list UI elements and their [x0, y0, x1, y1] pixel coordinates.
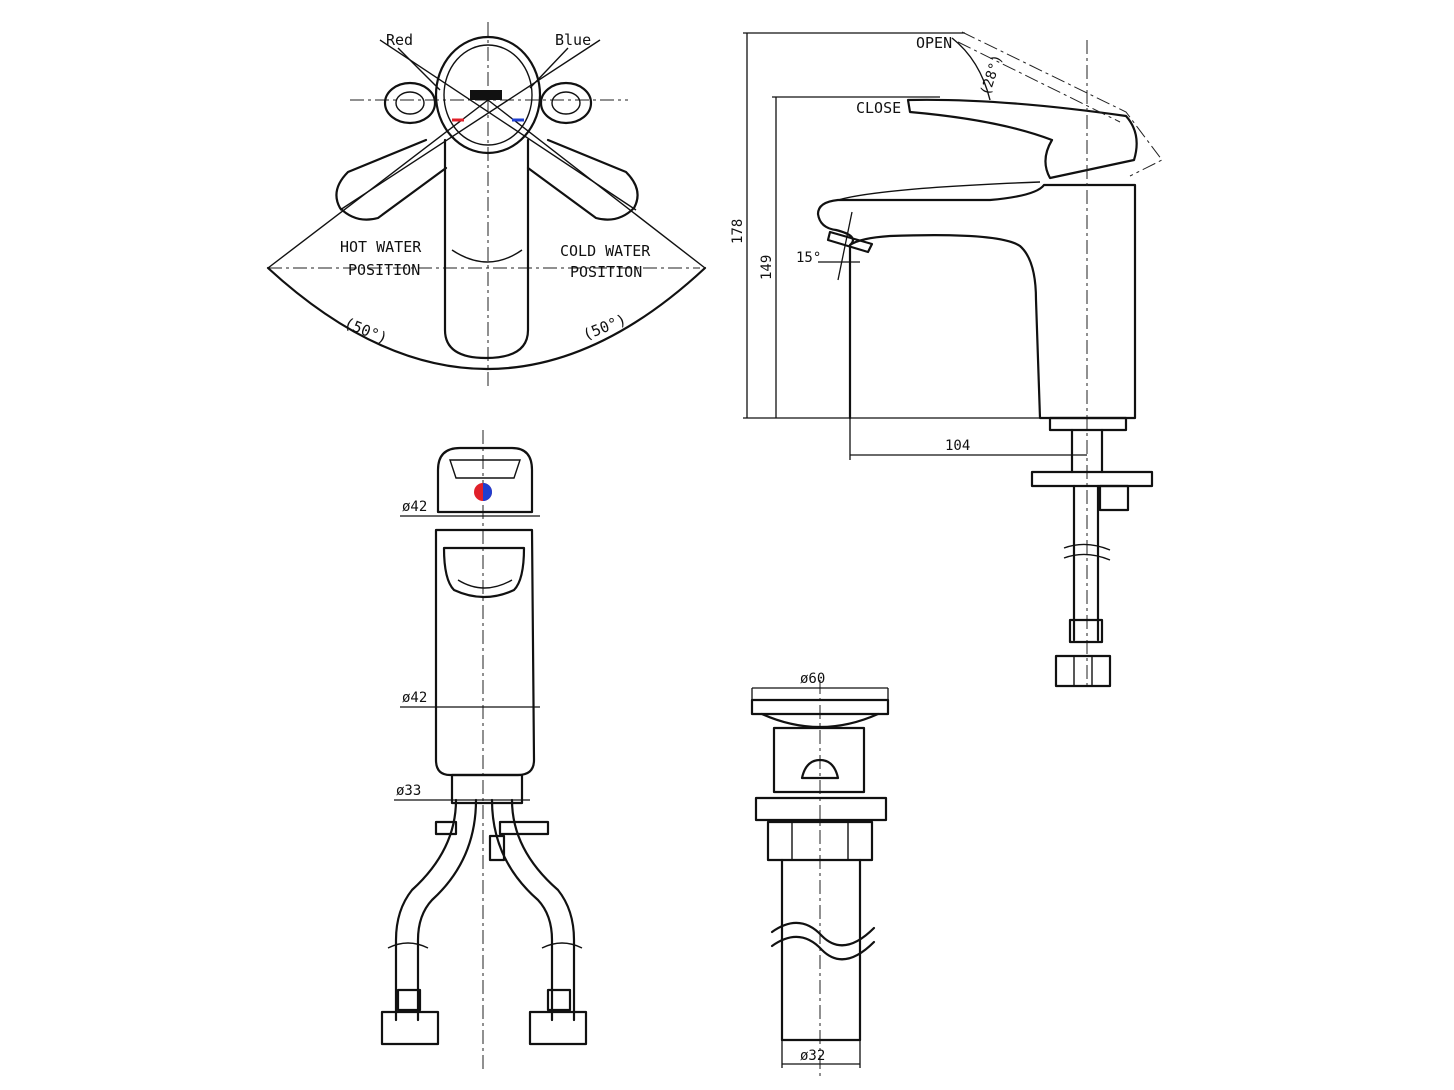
- lever-closed: [906, 98, 1138, 180]
- front-body: [434, 528, 536, 777]
- handle-lug-left-inner: [395, 91, 425, 115]
- red-leader-line: [397, 47, 441, 91]
- hose-left-inner: [416, 798, 478, 1022]
- lever-cold-position: [526, 138, 639, 221]
- front-aerator: [442, 546, 526, 599]
- lever-hot-position: [335, 138, 448, 221]
- drain-flange: [754, 796, 888, 822]
- red-label: Red: [386, 31, 413, 49]
- lever-center-detail: [451, 249, 523, 263]
- mounting-nut: [1098, 484, 1130, 512]
- front-base: [450, 773, 524, 805]
- hose-break-2: [1063, 553, 1111, 561]
- hose-left-ferrule: [396, 988, 422, 1012]
- front-washer-right: [498, 820, 550, 836]
- hose-right-break: [541, 942, 583, 949]
- aerator-angle-label: 15°: [796, 250, 821, 266]
- hose-right-inner: [490, 798, 554, 1022]
- height-149-label: 149: [759, 255, 775, 280]
- front-washer-left: [434, 820, 458, 836]
- hose-left-nut: [380, 1010, 440, 1046]
- diag-line-left: [339, 39, 601, 211]
- blue-label: Blue: [555, 31, 591, 49]
- dia-top-label: ø60: [800, 671, 825, 687]
- front-handle-window: [449, 459, 521, 479]
- hose-ferrule: [1068, 618, 1104, 644]
- drain-pipe-break-2: [770, 935, 876, 961]
- dia-body-label: ø42: [402, 690, 427, 706]
- height-178-label: 178: [730, 219, 746, 244]
- hose-right-outer: [510, 798, 576, 1022]
- reach-104-label: 104: [945, 438, 970, 454]
- top-view: Red Blue HOT WATER POSITION COLD WATER P…: [266, 22, 707, 390]
- hot-position-ray: [267, 99, 489, 269]
- hose-nut: [1054, 654, 1112, 688]
- lever-center: [443, 138, 530, 360]
- diag-line-right: [379, 39, 637, 211]
- handle-logo-plate: [470, 90, 502, 100]
- hose-right-nut: [528, 1010, 588, 1046]
- drain-body: [772, 726, 866, 794]
- blue-indicator-half: [483, 483, 492, 501]
- faucet-body: [816, 183, 1137, 420]
- hot-water-label-line1: HOT WATER: [340, 238, 422, 256]
- dia-base-label: ø33: [396, 783, 421, 799]
- dia-handle-label: ø42: [402, 499, 427, 515]
- close-label: CLOSE: [856, 99, 901, 117]
- hose-left-outer: [394, 798, 458, 1022]
- mounting-washer: [1030, 470, 1154, 488]
- drain-nut: [766, 820, 874, 862]
- drain-pipe-break-1: [770, 921, 876, 947]
- handle-lug-right-inner: [551, 91, 581, 115]
- side-view: 178 149 15° OPEN CLOSE (28°) 104: [730, 31, 1163, 690]
- handle-cap-inner: [443, 44, 533, 146]
- front-handle: [436, 446, 534, 514]
- hot-angle-label: (50°): [342, 314, 391, 348]
- blue-leader-line: [529, 47, 569, 89]
- drain-overflow-slot: [800, 758, 840, 780]
- spout-top-edge: [837, 181, 1041, 201]
- handle-lug-left: [383, 81, 437, 125]
- front-aerator-mesh: [457, 579, 513, 589]
- aerator-angle-line: [837, 211, 853, 281]
- open-label: OPEN: [916, 34, 952, 52]
- lever-open-ghost-inner: [957, 41, 1121, 123]
- lever-open-ghost: [961, 31, 1163, 177]
- hose-break-1: [1063, 543, 1111, 551]
- cold-water-label-line2: POSITION: [570, 263, 642, 281]
- dia-bottom-label: ø32: [800, 1048, 825, 1064]
- hose-right-ferrule: [546, 988, 572, 1012]
- drain-cap: [750, 698, 890, 716]
- cold-water-label-line1: COLD WATER: [560, 242, 651, 260]
- hose-left-break: [387, 942, 429, 949]
- handle-angle-arc: [951, 37, 991, 101]
- front-view: ø42 ø42 ø33: [380, 430, 588, 1070]
- drain-view: ø60 ø32: [750, 671, 890, 1080]
- handle-cap: [434, 35, 542, 155]
- shank-top-plate: [1048, 416, 1128, 432]
- hot-water-label-line2: POSITION: [348, 261, 420, 279]
- rotation-arc: [266, 266, 707, 371]
- aerator: [826, 230, 874, 254]
- handle-lug-right: [539, 81, 593, 125]
